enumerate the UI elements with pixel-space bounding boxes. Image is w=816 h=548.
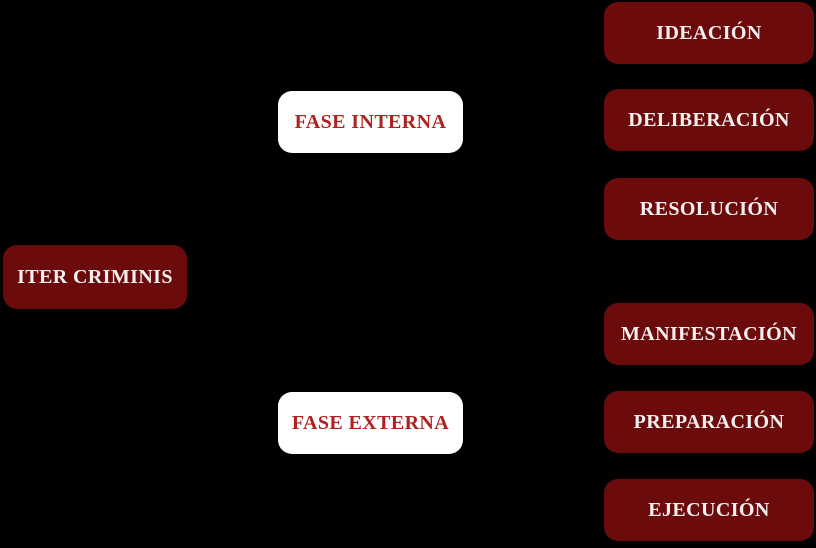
phase-node-fase-interna: FASE INTERNA bbox=[278, 91, 463, 153]
step-node-manifestacion: MANIFESTACIÓN bbox=[604, 303, 814, 365]
step-node-label: DELIBERACIÓN bbox=[628, 108, 790, 131]
step-node-label: PREPARACIÓN bbox=[633, 410, 785, 433]
step-node-ideacion: IDEACIÓN bbox=[604, 2, 814, 64]
step-node-resolucion: RESOLUCIÓN bbox=[604, 178, 814, 240]
step-node-label: RESOLUCIÓN bbox=[639, 197, 779, 220]
phase-node-label: FASE EXTERNA bbox=[291, 411, 450, 434]
phase-node-fase-externa: FASE EXTERNA bbox=[278, 392, 463, 454]
step-node-label: IDEACIÓN bbox=[656, 21, 762, 44]
phase-node-label: FASE INTERNA bbox=[294, 110, 447, 133]
root-node-label: ITER CRIMINIS bbox=[17, 265, 173, 288]
step-node-label: MANIFESTACIÓN bbox=[621, 322, 797, 345]
step-node-deliberacion: DELIBERACIÓN bbox=[604, 89, 814, 151]
step-node-label: EJECUCIÓN bbox=[648, 498, 770, 521]
step-node-preparacion: PREPARACIÓN bbox=[604, 391, 814, 453]
root-node-iter-criminis: ITER CRIMINIS bbox=[3, 245, 187, 309]
step-node-ejecucion: EJECUCIÓN bbox=[604, 479, 814, 541]
